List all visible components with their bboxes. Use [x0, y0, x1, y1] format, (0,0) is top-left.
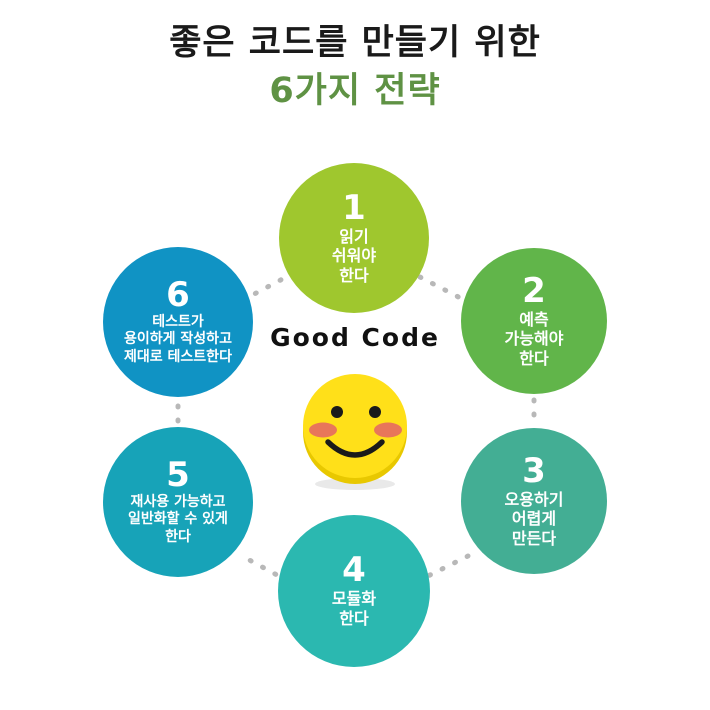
- strategy-node-4[interactable]: 4 모듈화 한다: [278, 515, 430, 667]
- strategy-node-3[interactable]: 3 오용하기 어렵게 만든다: [461, 428, 607, 574]
- smiley-svg: [303, 374, 407, 490]
- node-label: 모듈화 한다: [331, 589, 377, 628]
- page-title: 좋은 코드를 만들기 위한 6가지 전략: [0, 22, 710, 114]
- title-line-accent: 6가지 전략: [269, 70, 441, 111]
- connector-1-to-2: [417, 274, 471, 305]
- node-label: 재사용 가능하고 일반화할 수 있게 한다: [128, 494, 228, 545]
- strategy-node-2[interactable]: 2 예측 가능해야 한다: [461, 248, 607, 394]
- node-number: 4: [342, 550, 366, 591]
- strategy-node-6[interactable]: 6 테스트가 용이하게 작성하고 제대로 테스트한다: [103, 247, 253, 397]
- strategy-node-5[interactable]: 5 재사용 가능하고 일반화할 수 있게 한다: [103, 427, 253, 577]
- node-label: 오용하기 어렵게 만든다: [504, 489, 564, 548]
- node-label: 테스트가 용이하게 작성하고 제대로 테스트한다: [124, 314, 232, 365]
- smiley-face-icon: [255, 362, 455, 492]
- node-number: 2: [522, 270, 546, 311]
- good-code-caption: Good Code: [270, 323, 440, 352]
- node-number: 6: [166, 275, 190, 316]
- strategy-node-1[interactable]: 1 읽기 쉬워야 한다: [279, 163, 429, 313]
- connector-6-to-1: [240, 272, 293, 303]
- node-number: 5: [166, 455, 190, 496]
- node-label: 예측 가능해야 한다: [504, 309, 564, 368]
- center-hub: Good Code: [255, 325, 455, 492]
- title-line-primary: 좋은 코드를 만들기 위한: [169, 23, 541, 63]
- node-number: 1: [342, 187, 366, 228]
- node-number: 3: [522, 450, 546, 491]
- node-label: 읽기 쉬워야 한다: [331, 226, 377, 285]
